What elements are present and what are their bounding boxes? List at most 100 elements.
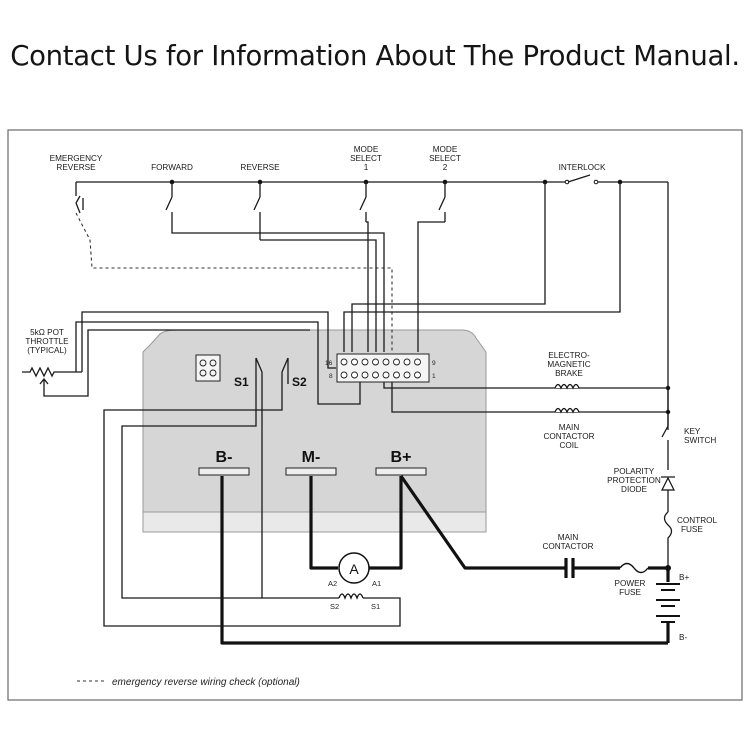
connector-pin bbox=[340, 371, 348, 379]
mode-select-1-label-3: 1 bbox=[364, 163, 369, 172]
interlock-label: INTERLOCK bbox=[559, 163, 606, 172]
pot-throttle-label-1: 5kΩ POT bbox=[30, 328, 64, 337]
b-minus-terminal-label: B- bbox=[216, 449, 233, 466]
s1-label: S1 bbox=[234, 375, 249, 389]
em-brake-label-2: MAGNETIC bbox=[547, 360, 590, 369]
battery-plus-label: B+ bbox=[679, 573, 689, 582]
connector-pin bbox=[393, 358, 400, 366]
interlock-feed-wire bbox=[351, 182, 546, 352]
reverse-wire bbox=[260, 239, 377, 352]
pin-8-label: 8 bbox=[329, 373, 333, 380]
interlock-switch bbox=[564, 174, 599, 185]
field-s1-label: S1 bbox=[371, 602, 380, 611]
pot-throttle bbox=[22, 311, 361, 405]
emergency-reverse-switch bbox=[75, 182, 84, 214]
legend: emergency reverse wiring check (optional… bbox=[77, 677, 300, 688]
connector-pin bbox=[403, 358, 411, 366]
emergency-reverse-label-1: EMERGENCY bbox=[50, 154, 103, 163]
a1-label: A1 bbox=[372, 579, 381, 588]
m-minus-armature-wire bbox=[309, 476, 338, 570]
connector-pin bbox=[403, 371, 411, 379]
mode-select-1-label-1: MODE bbox=[354, 145, 379, 154]
key-switch bbox=[661, 385, 671, 470]
16-pin-connector: 16 9 8 1 bbox=[325, 353, 436, 383]
emergency-reverse-check-wire bbox=[75, 212, 393, 352]
headline: Contact Us for Information About The Pro… bbox=[10, 40, 740, 72]
main-contactor-label-2: CONTACTOR bbox=[542, 542, 593, 551]
s2-label: S2 bbox=[292, 375, 307, 389]
a2-label: A2 bbox=[328, 579, 337, 588]
pin-9-label: 9 bbox=[432, 360, 436, 367]
main-contactor-coil-label-1: MAIN bbox=[559, 423, 580, 432]
connector-pin bbox=[361, 358, 369, 366]
control-fuse-label-1: CONTROL bbox=[677, 516, 717, 525]
mode-select-1-label-2: SELECT bbox=[350, 154, 382, 163]
power-fuse-label-2: FUSE bbox=[619, 588, 641, 597]
b-plus-power-wire bbox=[399, 475, 566, 570]
control-fuse bbox=[663, 511, 673, 566]
interlock-out-wire bbox=[343, 182, 621, 352]
key-switch-label-1: KEY bbox=[684, 427, 701, 436]
mode-2-wire bbox=[417, 221, 445, 352]
aux-connector bbox=[195, 354, 221, 382]
connector-pin bbox=[372, 358, 379, 366]
control-fuse-label-2: FUSE bbox=[681, 525, 703, 534]
battery bbox=[656, 568, 680, 643]
connector-pin bbox=[414, 371, 421, 379]
pot-throttle-label-3: (TYPICAL) bbox=[27, 346, 67, 355]
connector-pin bbox=[351, 371, 358, 379]
battery-minus-label: B- bbox=[679, 633, 687, 642]
b-plus-terminal-label: B+ bbox=[391, 449, 412, 466]
power-fuse-label-1: POWER bbox=[615, 579, 646, 588]
main-contactor bbox=[564, 558, 575, 578]
main-contactor-coil-label-3: COIL bbox=[559, 441, 579, 450]
em-brake-label-3: BRAKE bbox=[555, 369, 583, 378]
mode-select-2-label-2: SELECT bbox=[429, 154, 461, 163]
connector-pin bbox=[393, 371, 400, 379]
em-brake-coil bbox=[554, 383, 580, 390]
field-winding bbox=[103, 384, 401, 627]
polarity-diode bbox=[661, 476, 675, 512]
polarity-diode-label-1: POLARITY bbox=[614, 467, 655, 476]
em-brake-label-1: ELECTRO- bbox=[548, 351, 590, 360]
mode-select-2-label-1: MODE bbox=[433, 145, 458, 154]
power-fuse bbox=[619, 562, 649, 574]
field-terminals: S1 S2 bbox=[234, 357, 307, 389]
m-minus-terminal-label: M- bbox=[302, 449, 321, 466]
forward-label: FORWARD bbox=[151, 163, 193, 172]
connector-pin bbox=[361, 371, 369, 379]
connector-pin bbox=[340, 358, 348, 366]
connector-pin bbox=[414, 358, 421, 366]
key-switch-label-2: SWITCH bbox=[684, 436, 716, 445]
main-contactor-label-1: MAIN bbox=[558, 533, 579, 542]
motor-armature: A bbox=[338, 552, 370, 584]
reverse-label: REVERSE bbox=[240, 163, 280, 172]
polarity-diode-label-2: PROTECTION bbox=[607, 476, 661, 485]
pin-1-label: 1 bbox=[432, 373, 436, 380]
controller: S1 S2 16 9 8 1 B- M- B+ bbox=[142, 329, 487, 533]
pot-throttle-label-2: THROTTLE bbox=[25, 337, 69, 346]
b-plus-armature-wire bbox=[369, 476, 403, 570]
m-minus-terminal bbox=[285, 467, 337, 476]
mode-select-2-label-3: 2 bbox=[443, 163, 448, 172]
connector-pin bbox=[382, 371, 390, 379]
emergency-reverse-label-2: REVERSE bbox=[56, 163, 96, 172]
reverse-switch bbox=[253, 182, 261, 240]
mode-1-wire bbox=[366, 221, 369, 352]
legend-text: emergency reverse wiring check (optional… bbox=[112, 677, 300, 688]
mode-select-2-switch bbox=[438, 182, 446, 222]
armature-label: A bbox=[349, 561, 359, 577]
forward-switch bbox=[165, 182, 173, 228]
main-contactor-coil bbox=[554, 407, 580, 414]
connector-pin bbox=[372, 371, 379, 379]
power-terminals: B- M- B+ bbox=[198, 449, 427, 476]
field-s2-label: S2 bbox=[330, 602, 339, 611]
controller-housing bbox=[142, 329, 487, 513]
main-contactor-coil-label-2: CONTACTOR bbox=[543, 432, 594, 441]
diagram-frame bbox=[7, 129, 743, 701]
connector-pin bbox=[351, 358, 358, 366]
pin-16-label: 16 bbox=[325, 360, 333, 367]
b-minus-terminal bbox=[198, 467, 250, 476]
b-minus-return-wire bbox=[220, 476, 668, 645]
